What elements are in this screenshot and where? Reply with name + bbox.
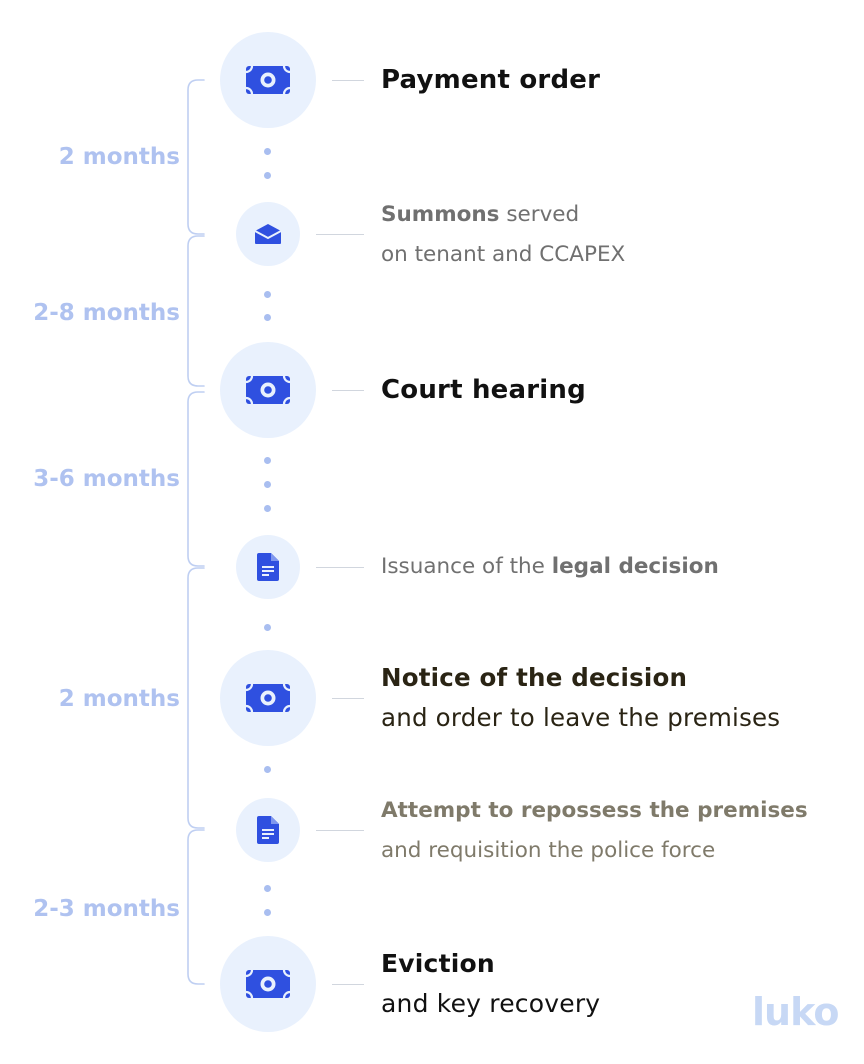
timeline-dot xyxy=(264,481,271,488)
step-legal-decision-pre: Issuance of the xyxy=(381,554,552,579)
luko-logo: luko xyxy=(752,990,839,1034)
timeline-dot xyxy=(264,148,271,155)
duration-label-2: 2-8 months xyxy=(33,300,180,326)
document-icon xyxy=(257,816,279,844)
step-eviction-line2: and key recovery xyxy=(381,989,601,1018)
step-summons-line1: Summons served xyxy=(381,195,625,235)
step-circle-repossess xyxy=(236,798,300,862)
timeline-dot xyxy=(264,457,271,464)
step-repossess-line2: and requisition the police force xyxy=(381,838,716,863)
timeline-dot xyxy=(264,885,271,892)
connector-line xyxy=(332,80,364,81)
envelope-icon xyxy=(254,224,282,244)
timeline-dot xyxy=(264,909,271,916)
banknote-icon xyxy=(245,65,291,95)
connector-line xyxy=(316,830,364,831)
step-summons-bold: Summons xyxy=(381,202,500,227)
brace-1 xyxy=(187,79,205,235)
brace-5 xyxy=(187,829,205,985)
timeline-dot xyxy=(264,172,271,179)
step-legal-decision: Issuance of the legal decision xyxy=(381,547,719,587)
banknote-icon xyxy=(245,683,291,713)
step-repossess-line1: Attempt to repossess the premises xyxy=(381,798,808,823)
document-icon xyxy=(257,553,279,581)
step-circle-legal-decision xyxy=(236,535,300,599)
step-summons: Summons served on tenant and CCAPEX xyxy=(381,195,625,275)
timeline-dot xyxy=(264,766,271,773)
timeline-dot xyxy=(264,505,271,512)
step-circle-payment-order xyxy=(220,32,316,128)
step-eviction-line1: Eviction xyxy=(381,949,495,978)
brace-2 xyxy=(187,235,205,387)
step-circle-court-hearing xyxy=(220,342,316,438)
step-eviction: Eviction and key recovery xyxy=(381,944,600,1024)
step-repossess: Attempt to repossess the premises and re… xyxy=(381,791,808,871)
step-notice-line1: Notice of the decision xyxy=(381,663,688,692)
step-payment-order: Payment order xyxy=(381,65,601,95)
duration-label-4: 2 months xyxy=(58,686,180,712)
timeline-dot xyxy=(264,291,271,298)
step-summons-line2: on tenant and CCAPEX xyxy=(381,242,626,267)
duration-label-1: 2 months xyxy=(58,144,180,170)
connector-line xyxy=(332,698,364,699)
connector-line xyxy=(332,984,364,985)
connector-line xyxy=(316,234,364,235)
brace-3 xyxy=(187,391,205,567)
step-notice-line2: and order to leave the premises xyxy=(381,703,781,732)
banknote-icon xyxy=(245,969,291,999)
timeline-dot xyxy=(264,314,271,321)
step-circle-eviction xyxy=(220,936,316,1032)
timeline-dot xyxy=(264,624,271,631)
duration-label-5: 2-3 months xyxy=(33,896,180,922)
step-circle-summons xyxy=(236,202,300,266)
step-circle-notice xyxy=(220,650,316,746)
step-legal-decision-bold: legal decision xyxy=(551,554,719,579)
step-court-hearing: Court hearing xyxy=(381,375,586,405)
step-notice: Notice of the decision and order to leav… xyxy=(381,658,780,738)
step-summons-rest: served xyxy=(499,202,580,227)
connector-line xyxy=(316,567,364,568)
banknote-icon xyxy=(245,375,291,405)
brace-4 xyxy=(187,567,205,829)
duration-label-3: 3-6 months xyxy=(33,466,180,492)
connector-line xyxy=(332,390,364,391)
